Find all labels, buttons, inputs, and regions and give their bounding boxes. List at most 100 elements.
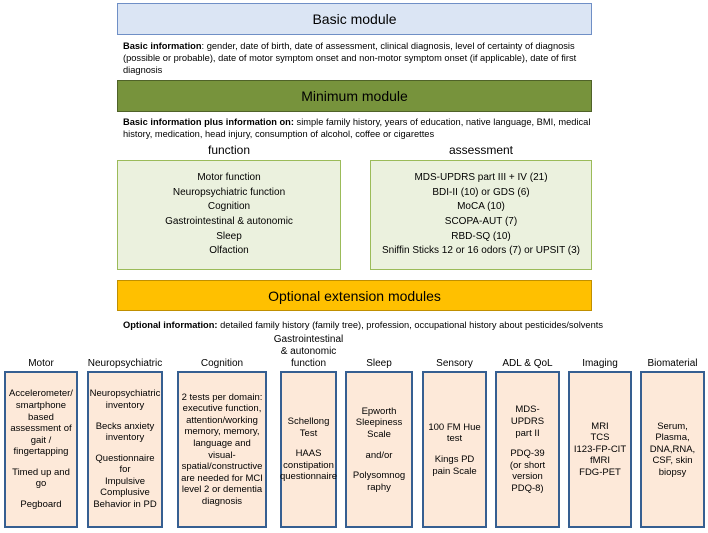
module-item-line: smartphone — [15, 399, 67, 411]
minimum-module-bar: Minimum module — [117, 80, 592, 112]
module-header: Neuropsychiatric — [87, 358, 163, 369]
module-item-line: Neuropsychiatric — [89, 388, 161, 400]
module-item-line: Complusive — [100, 487, 150, 499]
function-item: Sleep — [216, 230, 242, 242]
module-item-line: 2 tests per domain: — [181, 391, 263, 403]
module-item-line: Test — [299, 427, 318, 439]
function-item: Olfaction — [209, 245, 249, 257]
module-item-line: HAAS — [295, 448, 322, 460]
minimum-information-text: Basic information plus information on: s… — [123, 116, 593, 140]
module-header: Sensory — [436, 358, 473, 369]
assessment-header: assessment — [448, 143, 514, 157]
module-item-line: Scale — [367, 428, 391, 440]
assessment-item: MDS-UPDRS part III + IV (21) — [414, 172, 548, 184]
module-item-line: based — [28, 411, 54, 423]
optional-info-body: detailed family history (family tree), p… — [217, 320, 604, 330]
assessment-item: SCOPA-AUT (7) — [444, 216, 518, 227]
module-header: Imaging — [582, 358, 618, 369]
module-item-line: questionnaire — [279, 471, 338, 483]
module-item-line: Impulsive — [104, 475, 146, 487]
module-item-line: Accelerometer/ — [9, 388, 73, 400]
module-item-line: Pegboard — [20, 499, 62, 511]
module-item-line: inventory — [105, 432, 145, 444]
module-box: 2 tests per domain:executive function,at… — [177, 371, 267, 528]
module-item-line: biopsy — [658, 466, 687, 478]
minimum-info-label: Basic information plus information on: — [123, 117, 294, 127]
basic-module-bar: Basic module — [117, 3, 592, 35]
assessment-item: RBD-SQ (10) — [451, 230, 511, 242]
optional-information-text: Optional information: detailed family hi… — [123, 319, 643, 331]
assessment-box: MDS-UPDRS part III + IV (21) BDI-II (10) … — [370, 160, 592, 270]
module-header: Cognition — [200, 358, 244, 369]
module-item-line: Becks anxiety — [95, 420, 155, 432]
minimum-module-title: Minimum module — [301, 88, 408, 104]
module-item-line: MRI — [591, 420, 609, 432]
assessment-item: BDI-II (10) or GDS (6) — [432, 186, 530, 198]
module-item-line: I123-FP-CIT — [573, 443, 627, 455]
basic-information-text: Basic information: gender, date of birth… — [123, 40, 593, 76]
module-item-line: are needed for MCI — [181, 472, 263, 484]
module-item-line: assessment of — [10, 423, 72, 435]
module-item-line: Plasma, — [655, 432, 690, 444]
module-item-line: PDQ-39 — [510, 448, 545, 460]
module-item-line: Kings PD — [434, 454, 475, 465]
minimum-info-body: simple family history, years of educatio… — [123, 117, 591, 139]
basic-module-title: Basic module — [312, 11, 397, 27]
module-item-line: TCS — [590, 432, 610, 444]
module-item-line: language and — [193, 437, 251, 449]
module-header: Gastrointestinal & autonomic function — [273, 334, 344, 369]
module-item-line: Behavior in PD — [93, 499, 157, 511]
assessment-item: Sniffin Sticks 12 or 16 odors (7) or UPS… — [381, 245, 581, 257]
module-item-line: Timed up and — [12, 466, 70, 478]
module-item-line: gait / — [30, 434, 52, 446]
module-item-line: MDS-UPDRS — [510, 404, 545, 428]
function-item: Neuropsychiatric function — [172, 186, 286, 198]
basic-info-label: Basic information — [123, 41, 202, 51]
module-item-line: Polysomnog — [352, 470, 406, 482]
module-item-line: inventory — [105, 399, 145, 411]
module-item-line: Sleepiness — [355, 417, 403, 429]
function-header: function — [207, 143, 251, 157]
module-item-line: PDQ-8) — [511, 482, 544, 494]
module-item-line: attention/working — [186, 414, 258, 426]
function-item: Cognition — [207, 201, 251, 213]
module-item-line: diagnosis — [201, 495, 243, 507]
module-item-line: level 2 or dementia — [181, 484, 263, 496]
module-item-line: go — [35, 478, 47, 490]
module-item-line: pain Scale — [432, 465, 477, 477]
optional-info-label: Optional information: — [123, 320, 218, 330]
module-item-line: and/or — [365, 449, 393, 461]
module-item-line: FDG-PET — [579, 466, 621, 478]
module-item-line: Serum, — [657, 420, 688, 432]
module-item-line: memory, memory, — [184, 426, 260, 438]
module-item-line: constipation — [283, 459, 334, 471]
basic-info-body: : gender, date of birth, date of assessm… — [123, 41, 577, 75]
module-item-line: fMRI — [589, 455, 611, 467]
module-item-line: spatial/constructive — [181, 461, 263, 473]
module-item-line: Epworth — [361, 405, 397, 417]
module-header: Sleep — [366, 358, 392, 369]
module-item-line: test — [446, 433, 463, 445]
module-item-line: fingertapping — [13, 446, 69, 458]
module-item-line: (or short — [509, 459, 546, 471]
module-item-line: Questionnaire for — [95, 452, 155, 476]
function-item: Motor function — [197, 172, 261, 184]
module-item-line: executive function, — [182, 403, 262, 415]
module-item-line: Schellong — [287, 416, 330, 428]
module-item-line: DNA,RNA, — [649, 443, 696, 455]
module-item-line: CSF, skin — [652, 455, 693, 467]
module-item-line: 100 FM Hue — [428, 421, 481, 433]
module-item-line: version — [512, 471, 543, 483]
optional-modules-bar: Optional extension modules — [117, 280, 592, 311]
module-header: Biomaterial — [647, 358, 698, 369]
module-header: ADL & QoL — [502, 358, 553, 369]
